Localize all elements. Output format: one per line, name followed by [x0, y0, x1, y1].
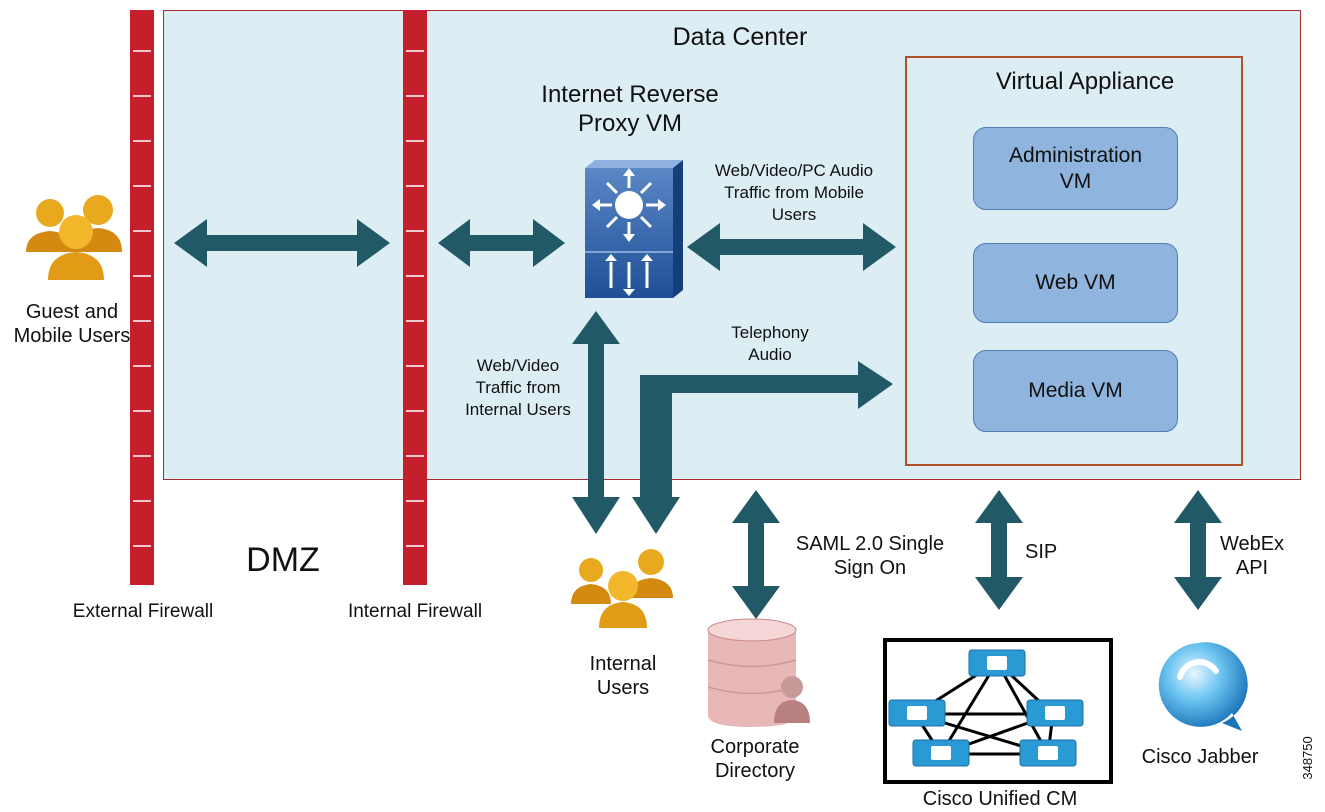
sip-arrow	[975, 490, 1023, 610]
telephony-label: Telephony Audio	[731, 323, 809, 365]
external-firewall-label: External Firewall	[72, 601, 214, 622]
sip-label: SIP	[1025, 541, 1058, 563]
internal-firewall	[403, 10, 427, 585]
internal-traffic-arrow	[572, 311, 620, 534]
virtual-appliance-box	[905, 56, 1243, 466]
dmz-label: DMZ	[246, 541, 320, 579]
internal-users-icon	[571, 549, 673, 628]
cisco-unified-cm-label: Cisco Unified CM	[922, 788, 1078, 810]
internal-traffic-label: Web/Video Traffic from Internal Users	[465, 356, 571, 420]
internal-firewall-label: Internal Firewall	[347, 601, 483, 622]
media-vm-box: Media VM	[973, 350, 1178, 432]
mobile-traffic-arrow	[687, 223, 896, 271]
webex-api-label: WebEx API	[1219, 533, 1285, 580]
mobile-traffic-label: Web/Video/PC Audio Traffic from Mobile U…	[714, 161, 874, 225]
cisco-jabber-icon	[1158, 642, 1248, 731]
dmz-bidirectional-arrow	[174, 219, 390, 267]
corporate-directory-label: Corporate Directory	[710, 736, 800, 783]
external-firewall	[130, 10, 154, 585]
internal-users-label: Internal Users	[589, 653, 657, 700]
data-center-title: Data Center	[672, 23, 808, 51]
webex-api-arrow	[1174, 490, 1222, 610]
telephony-arrow	[632, 361, 893, 534]
guest-users-icon	[26, 195, 122, 280]
administration-vm-box: Administration VM	[973, 127, 1178, 210]
proxy-label: Internet Reverse Proxy VM	[541, 81, 719, 138]
virtual-appliance-title: Virtual Appliance	[995, 68, 1175, 95]
web-vm-box: Web VM	[973, 243, 1178, 323]
cisco-jabber-label: Cisco Jabber	[1141, 746, 1259, 768]
guest-users-label: Guest and Mobile Users	[13, 301, 131, 348]
proxy-router-icon	[585, 160, 683, 298]
saml-arrow	[732, 490, 780, 619]
proxy-ingress-arrow	[438, 219, 565, 267]
corporate-directory-icon	[707, 618, 810, 727]
saml-label: SAML 2.0 Single Sign On	[795, 533, 945, 580]
figure-id: 348750	[1300, 736, 1316, 780]
cisco-unified-cm-icon	[883, 638, 1113, 784]
